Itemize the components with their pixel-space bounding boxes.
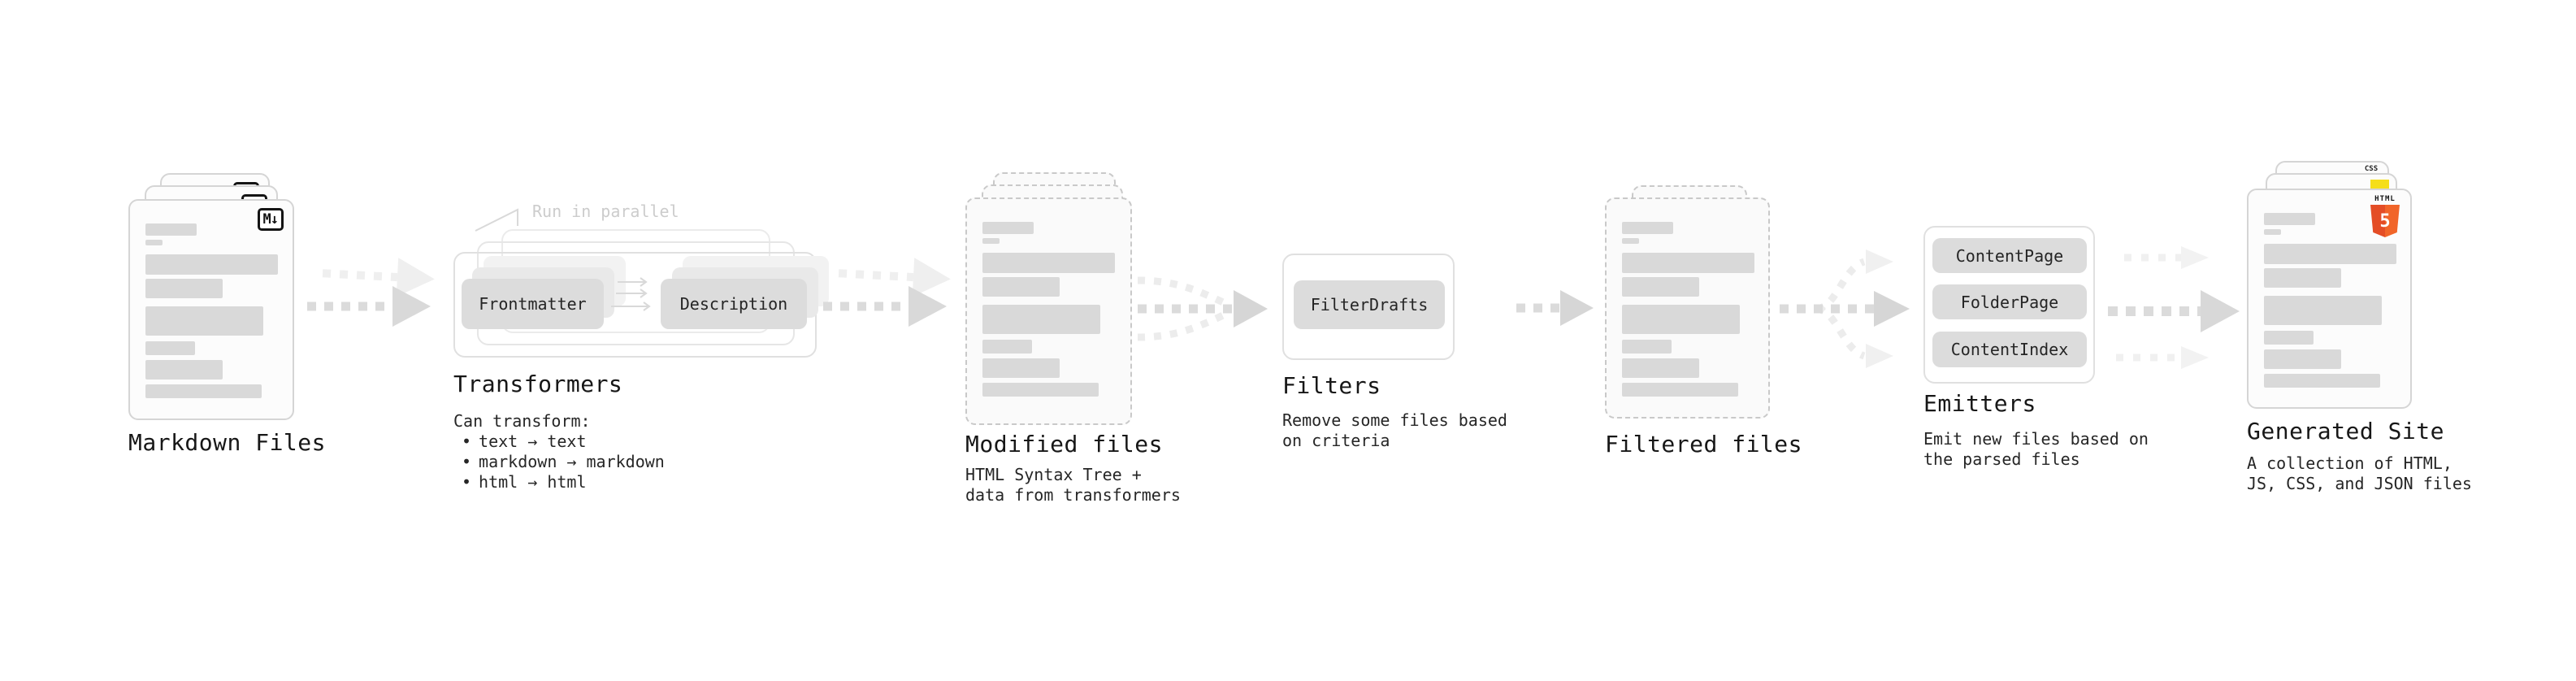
filters-description: Remove some files based on criteria (1282, 410, 1507, 450)
transformers-desc-title: Can transform: (453, 411, 591, 431)
markdown-logo-icon: M↓ (257, 208, 284, 231)
modified-files-label: Modified files (965, 431, 1164, 458)
filterdrafts-pill: FilterDrafts (1294, 280, 1445, 329)
filtered-file-card-front (1605, 197, 1770, 419)
description-pill: Description (661, 279, 807, 329)
document-text-placeholder (130, 201, 293, 398)
dashed-arrow-icon (1516, 290, 1594, 326)
filters-label: Filters (1282, 372, 1381, 399)
annotation-leader-line (475, 208, 518, 232)
merge-arrow-icon (1137, 276, 1268, 341)
js-logo-icon (2370, 180, 2389, 189)
markdown-files-label: Markdown Files (128, 429, 327, 456)
document-text-placeholder (2249, 190, 2410, 388)
contentpage-pill: ContentPage (1932, 238, 2087, 273)
transformers-label: Transformers (453, 371, 623, 397)
frontmatter-pill: Frontmatter (462, 279, 604, 329)
fanout-arrow-icon (1780, 249, 1910, 368)
filtered-files-label: Filtered files (1605, 431, 1803, 458)
run-in-parallel-annotation: Run in parallel (532, 202, 679, 221)
contentindex-pill: ContentIndex (1932, 332, 2087, 367)
transformers-bullet: •markdown → markdown (462, 452, 665, 471)
generated-file-card-html: HTML 5 (2247, 189, 2412, 409)
transformers-bullet: •text → text (462, 432, 587, 451)
markdown-file-card-front: M↓ (128, 199, 294, 420)
html5-logo-icon: HTML 5 (2368, 195, 2402, 237)
emitters-description: Emit new files based on the parsed files (1923, 429, 2149, 469)
generated-site-label: Generated Site (2247, 418, 2445, 445)
transformers-description: Can transform: •text → text •markdown → … (453, 411, 665, 492)
modified-files-description: HTML Syntax Tree + data from transformer… (965, 465, 1181, 505)
dashed-flow-arrow-icon (307, 258, 435, 327)
emitters-label: Emitters (1923, 390, 2036, 417)
dashed-flow-arrow-icon (823, 258, 951, 327)
generated-site-description: A collection of HTML, JS, CSS, and JSON … (2247, 453, 2472, 493)
transformers-bullet: •html → html (462, 472, 587, 492)
triple-arrow-icon (2108, 246, 2240, 369)
document-text-placeholder (1607, 199, 1768, 397)
modified-file-card-front (965, 197, 1132, 425)
document-text-placeholder (967, 199, 1130, 397)
parallel-arrows-icon (611, 277, 651, 311)
folderpage-pill: FolderPage (1932, 284, 2087, 319)
